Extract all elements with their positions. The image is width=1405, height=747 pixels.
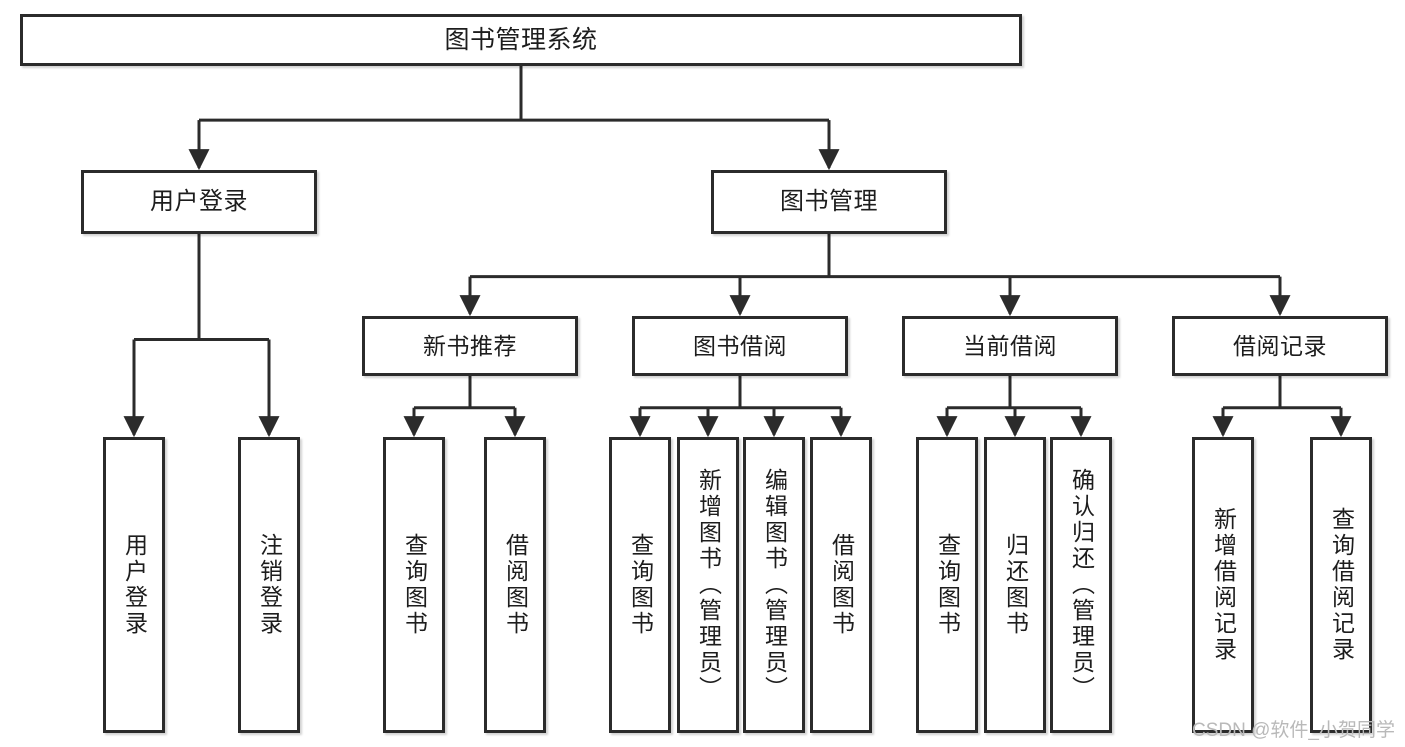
node-label: 新增借阅记录 <box>1210 507 1237 663</box>
node-leaf-query-book-cur[interactable]: 查询图书 <box>916 437 978 733</box>
node-label: 注销登录 <box>256 533 283 637</box>
node-label: 图书借阅 <box>693 332 787 359</box>
node-book-borrow[interactable]: 图书借阅 <box>632 316 848 376</box>
node-label: 图书管理 <box>780 188 878 216</box>
node-leaf-return-book[interactable]: 归还图书 <box>984 437 1046 733</box>
node-leaf-borrow-book[interactable]: 借阅图书 <box>810 437 872 733</box>
node-leaf-query-book-rec[interactable]: 查询图书 <box>383 437 445 733</box>
node-leaf-add-book[interactable]: 新增图书（管理员） <box>677 437 739 733</box>
node-borrow-record[interactable]: 借阅记录 <box>1172 316 1388 376</box>
node-label: 用户登录 <box>150 188 248 216</box>
node-leaf-confirm-return[interactable]: 确认归还（管理员） <box>1050 437 1112 733</box>
node-label: 图书管理系统 <box>444 25 598 54</box>
node-book-manage[interactable]: 图书管理 <box>711 170 947 234</box>
node-label: 查询图书 <box>934 533 961 637</box>
node-label: 借阅记录 <box>1233 332 1327 359</box>
node-label: 查询借阅记录 <box>1328 507 1355 663</box>
node-label: 新增图书（管理员） <box>695 468 722 702</box>
node-leaf-query-record[interactable]: 查询借阅记录 <box>1310 437 1372 733</box>
node-leaf-edit-book[interactable]: 编辑图书（管理员） <box>743 437 805 733</box>
node-label: 借阅图书 <box>828 533 855 637</box>
node-label: 确认归还（管理员） <box>1068 468 1095 702</box>
node-leaf-add-record[interactable]: 新增借阅记录 <box>1192 437 1254 733</box>
node-label: 借阅图书 <box>502 533 529 637</box>
node-leaf-borrow-book-rec[interactable]: 借阅图书 <box>484 437 546 733</box>
node-leaf-user-logout[interactable]: 注销登录 <box>238 437 300 733</box>
node-label: 查询图书 <box>627 533 654 637</box>
node-leaf-query-book[interactable]: 查询图书 <box>609 437 671 733</box>
node-label: 用户登录 <box>121 533 148 637</box>
node-label: 归还图书 <box>1002 533 1029 637</box>
node-label: 查询图书 <box>401 533 428 637</box>
node-root-book-management-system[interactable]: 图书管理系统 <box>20 14 1022 66</box>
node-label: 当前借阅 <box>963 332 1057 359</box>
node-label: 新书推荐 <box>423 332 517 359</box>
node-user-login[interactable]: 用户登录 <box>81 170 317 234</box>
node-label: 编辑图书（管理员） <box>761 468 788 702</box>
node-leaf-user-login[interactable]: 用户登录 <box>103 437 165 733</box>
node-new-book-rec[interactable]: 新书推荐 <box>362 316 578 376</box>
node-current-borrow[interactable]: 当前借阅 <box>902 316 1118 376</box>
